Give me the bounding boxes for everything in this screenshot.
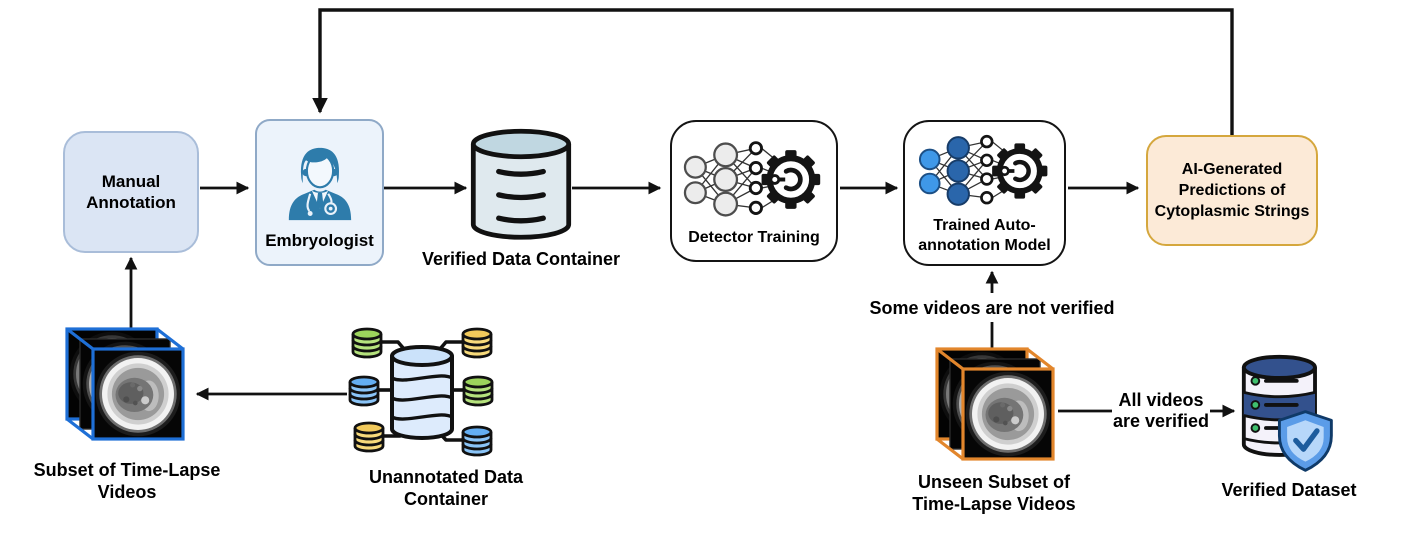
video-cube-blue-icon [65, 327, 185, 441]
all-verified-line2: are verified [1112, 411, 1210, 431]
subset-videos-line2: Videos [97, 482, 157, 502]
subset-videos-line1: Subset of Time-Lapse [33, 460, 221, 480]
verified-dataset-label: Verified Dataset [1221, 480, 1357, 500]
verified-container-caption: Verified Data Container [422, 248, 620, 270]
distributed-database-icon [348, 327, 494, 457]
all-verified-text: All videos are verified [1113, 390, 1209, 432]
subset-videos-caption: Subset of Time-Lapse Videos [34, 459, 221, 503]
feedback-arrow [312, 8, 1234, 135]
trained-model-box: Trained Auto- annotation Model [903, 120, 1066, 266]
video-cube-orange-icon [935, 347, 1055, 461]
some-not-verified-text: Some videos are not verified [869, 297, 1114, 319]
neural-network-gear-icon [683, 140, 821, 217]
neural-network-gear-icon-blue [918, 134, 1047, 206]
unannotated-line2: Container [403, 489, 489, 509]
verified-container-label: Verified Data Container [421, 249, 621, 269]
manual-annotation-box: Manual Annotation [63, 131, 199, 253]
embryologist-box: Embryologist [255, 119, 384, 266]
ai-predictions-line1: AI-Generated [1181, 161, 1283, 178]
trained-model-label-line2: annotation Model [918, 237, 1051, 254]
ai-predictions-box: AI-Generated Predictions of Cytoplasmic … [1146, 135, 1318, 246]
database-cylinder-icon [470, 128, 572, 240]
some-not-verified-label: Some videos are not verified [869, 298, 1115, 318]
detector-training-box: Detector Training [670, 120, 838, 262]
unannotated-line1: Unannotated Data [368, 467, 524, 487]
doctor-icon [288, 147, 351, 220]
trained-model-label-line1: Trained Auto- [933, 217, 1036, 234]
ai-predictions-line2: Predictions of [1178, 182, 1286, 199]
unseen-subset-line2: Time-Lapse Videos [912, 494, 1076, 514]
verified-dataset-caption: Verified Dataset [1221, 479, 1356, 501]
unseen-subset-caption: Unseen Subset of Time-Lapse Videos [912, 471, 1075, 515]
all-verified-line1: All videos [1118, 390, 1204, 410]
manual-annotation-label-line2: Annotation [86, 193, 176, 212]
database-shield-check-icon [1241, 354, 1333, 472]
manual-annotation-label-line1: Manual [101, 172, 161, 191]
unannotated-caption: Unannotated Data Container [369, 466, 523, 510]
unseen-subset-line1: Unseen Subset of [917, 472, 1071, 492]
ai-predictions-line3: Cytoplasmic Strings [1154, 203, 1310, 220]
embryologist-label: Embryologist [265, 230, 374, 250]
detector-training-label: Detector Training [688, 228, 820, 246]
